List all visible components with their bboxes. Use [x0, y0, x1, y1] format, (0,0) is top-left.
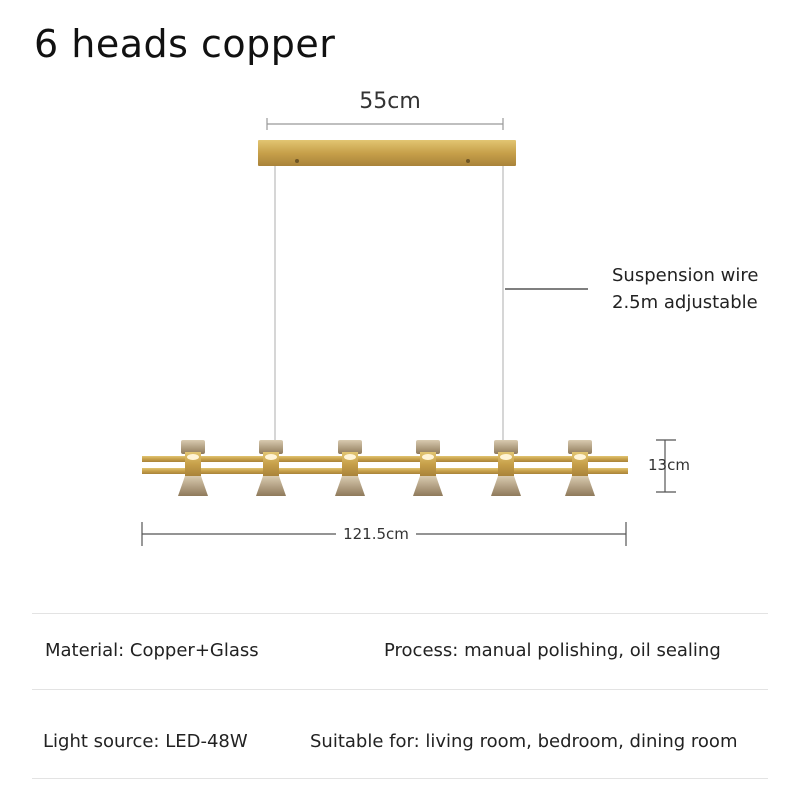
spec-suitable-for: Suitable for: living room, bedroom, dini…	[310, 731, 738, 752]
spec-process: Process: manual polishing, oil sealing	[384, 640, 721, 661]
lamp-head-3	[335, 440, 365, 496]
lamp-head-5	[491, 440, 521, 496]
suspension-wire-line2: 2.5m adjustable	[612, 292, 758, 313]
suspension-wires	[274, 166, 504, 440]
divider-bottom	[32, 778, 768, 779]
height-dimension: 13cm	[648, 439, 708, 493]
product-title: 6 heads copper	[34, 22, 336, 66]
lamp-rails	[142, 456, 628, 474]
suspension-wire-note: Suspension wire 2.5m adjustable	[612, 262, 758, 316]
suspension-wire-line1: Suspension wire	[612, 265, 759, 286]
divider-middle	[32, 689, 768, 690]
canopy-width-label: 55cm	[359, 89, 421, 114]
length-label: 121.5cm	[343, 525, 409, 543]
chandelier-dimension-drawing: 55cm	[141, 89, 708, 546]
lamp-head-2	[256, 440, 286, 496]
canopy-width-dimension: 55cm	[266, 89, 504, 130]
length-dimension: 121.5cm	[141, 522, 627, 546]
height-label: 13cm	[648, 456, 690, 474]
lamp-head-1	[178, 440, 208, 496]
spec-light-source: Light source: LED-48W	[43, 731, 248, 752]
ceiling-canopy	[258, 140, 516, 166]
divider-top	[32, 613, 768, 614]
spec-material: Material: Copper+Glass	[45, 640, 259, 661]
lamp-head-6	[565, 440, 595, 496]
lamp-head-4	[413, 440, 443, 496]
